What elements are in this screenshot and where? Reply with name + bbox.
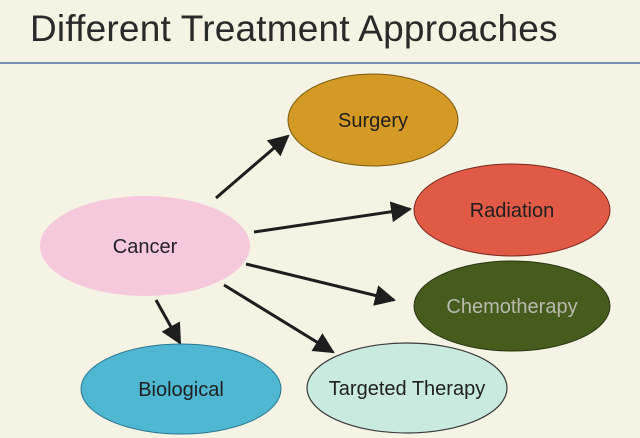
title-divider bbox=[0, 62, 640, 64]
arrow-cancer-to-biological bbox=[154, 299, 182, 345]
node-targeted-therapy: Targeted Therapy bbox=[306, 342, 508, 434]
node-cancer-label: Cancer bbox=[113, 236, 178, 258]
node-chemotherapy-shape bbox=[413, 260, 611, 352]
node-surgery-label: Surgery bbox=[338, 110, 408, 132]
node-biological: Biological bbox=[80, 343, 282, 435]
arrow-cancer-to-chemotherapy bbox=[245, 262, 397, 306]
arrow-cancer-to-radiation bbox=[253, 201, 413, 234]
node-cancer: Cancer bbox=[40, 196, 250, 296]
node-biological-label: Biological bbox=[138, 379, 224, 401]
node-radiation-label: Radiation bbox=[470, 200, 555, 222]
node-biological-shape bbox=[80, 343, 282, 435]
node-targeted-therapy-label: Targeted Therapy bbox=[329, 378, 485, 400]
node-cancer-shape bbox=[40, 196, 250, 296]
node-surgery: Surgery bbox=[287, 73, 459, 167]
arrow-cancer-to-targeted-therapy bbox=[223, 283, 335, 354]
node-chemotherapy-label: Chemotherapy bbox=[446, 296, 577, 318]
arrow-cancer-to-surgery bbox=[215, 134, 290, 200]
node-surgery-shape bbox=[287, 73, 459, 167]
node-chemotherapy: Chemotherapy bbox=[413, 260, 611, 352]
node-radiation: Radiation bbox=[413, 163, 611, 257]
node-radiation-shape bbox=[413, 163, 611, 257]
slide-title: Different Treatment Approaches bbox=[30, 8, 558, 49]
node-targeted-therapy-shape bbox=[306, 342, 508, 434]
